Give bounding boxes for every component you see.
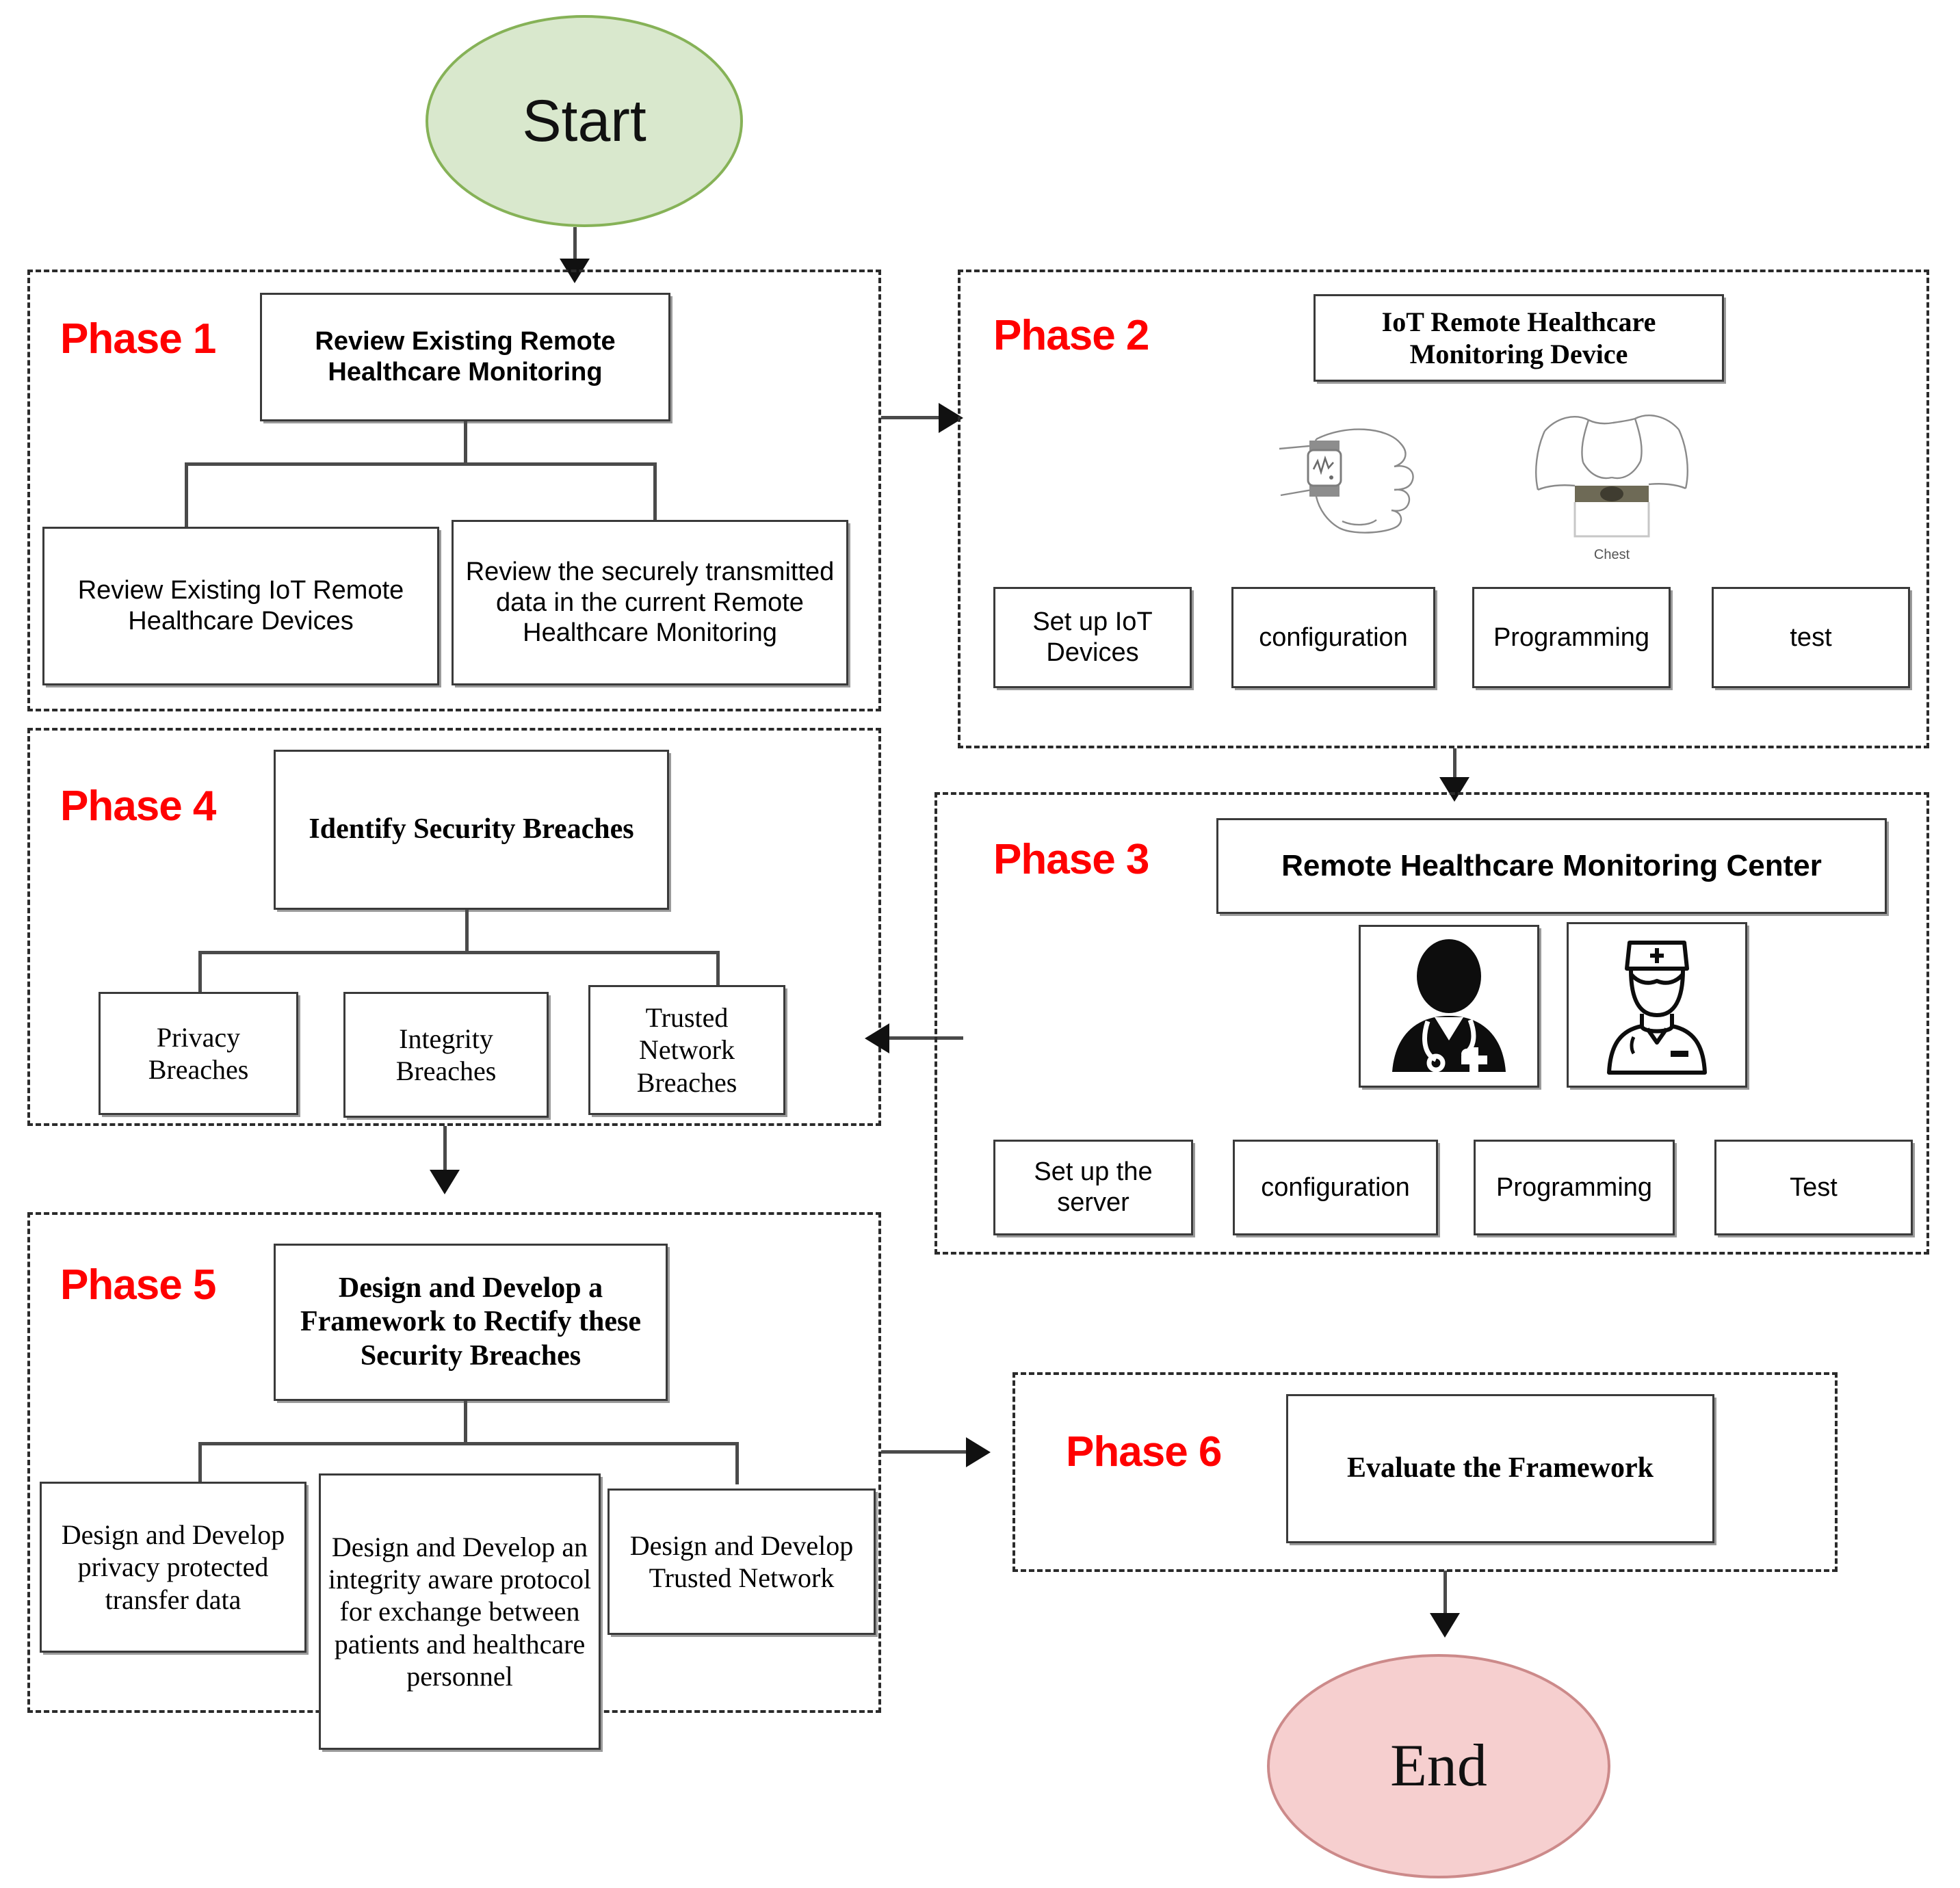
phase-3-container <box>935 792 1929 1255</box>
phase-5-child-text-2: Design and Develop an integrity aware pr… <box>328 1532 592 1692</box>
phase-2-step-text-2: configuration <box>1259 622 1408 652</box>
connector-phase2-phase3 <box>1453 748 1456 791</box>
start-terminator: Start <box>426 15 743 227</box>
phase-1-child-box-2[interactable]: Review the securely transmitted data in … <box>452 520 848 685</box>
phase-5-child-box-3[interactable]: Design and Develop Trusted Network <box>607 1489 876 1635</box>
phase-5-child-box-2[interactable]: Design and Develop an integrity aware pr… <box>319 1473 601 1750</box>
phase-5-child-box-1[interactable]: Design and Develop privacy protected tra… <box>40 1482 306 1653</box>
phase-5-label: Phase 5 <box>60 1261 216 1309</box>
phase-2-step-box-1[interactable]: Set up IoT Devices <box>993 587 1192 688</box>
doctor-icon <box>1392 939 1506 1073</box>
end-terminator: End <box>1267 1654 1610 1878</box>
connector-phase3-phase4 <box>889 1036 963 1040</box>
phase-3-step-box-1[interactable]: Set up the server <box>993 1140 1193 1235</box>
doctor-icon-frame <box>1359 925 1539 1088</box>
phase-3-step-box-4[interactable]: Test <box>1714 1140 1913 1235</box>
phase-4-label: Phase 4 <box>60 783 216 830</box>
phase-1-head-text: Review Existing Remote Healthcare Monito… <box>315 327 616 386</box>
arrow-phase5-phase6-icon <box>966 1437 991 1467</box>
phase-4-bus <box>198 951 720 954</box>
phase-3-head-box[interactable]: Remote Healthcare Monitoring Center <box>1216 818 1887 914</box>
phase-1-bus <box>185 462 657 466</box>
nurse-icon <box>1607 941 1707 1075</box>
phase-2-head-text: IoT Remote Healthcare Monitoring Device <box>1381 306 1656 369</box>
phase-3-step-text-3: Programming <box>1495 1172 1653 1202</box>
phase-2-step-text-3: Programming <box>1493 622 1650 652</box>
chest-strap-sensor-icon <box>1535 415 1688 538</box>
phase-1-container <box>27 270 881 711</box>
arrow-phase3-phase4-icon <box>865 1023 889 1053</box>
phase-1-child-box-1[interactable]: Review Existing IoT Remote Healthcare De… <box>42 527 439 685</box>
phase-1-head-box[interactable]: Review Existing Remote Healthcare Monito… <box>260 293 670 421</box>
phase-3-step-box-2[interactable]: configuration <box>1233 1140 1438 1235</box>
phase-3-step-text-2: configuration <box>1261 1172 1410 1202</box>
connector-start-phase1 <box>573 227 577 270</box>
phase-5-head-box[interactable]: Design and Develop a Framework to Rectif… <box>274 1244 668 1401</box>
phase-5-bus <box>198 1442 739 1445</box>
phase-6-head-box[interactable]: Evaluate the Framework <box>1286 1394 1714 1543</box>
phase-6-head-text: Evaluate the Framework <box>1347 1452 1654 1484</box>
phase-2-step-text-4: test <box>1790 622 1832 652</box>
phase-1-label: Phase 1 <box>60 315 216 363</box>
phase-3-label: Phase 3 <box>993 836 1149 883</box>
phase-1-child-text-1: Review Existing IoT Remote Healthcare De… <box>77 576 404 635</box>
phase-1-child-text-2: Review the securely transmitted data in … <box>465 557 835 648</box>
phase-4-drop-right <box>716 951 720 993</box>
phase-4-child-text-3: Trusted Network Breaches <box>636 1002 737 1098</box>
phase-2-step-text-1: Set up IoT Devices <box>1032 607 1153 667</box>
wrist-watch-illustration <box>1274 419 1479 542</box>
phase-5-drop-left <box>198 1442 202 1484</box>
chest-caption-label: Chest <box>1593 547 1630 562</box>
smartwatch-on-wrist-icon <box>1279 428 1414 534</box>
connector-phase4-phase5 <box>443 1126 447 1182</box>
phase-3-head-text: Remote Healthcare Monitoring Center <box>1281 849 1822 883</box>
phase-4-child-box-1[interactable]: Privacy Breaches <box>99 992 298 1115</box>
phase-5-stem <box>464 1401 467 1443</box>
phase-4-child-box-3[interactable]: Trusted Network Breaches <box>588 985 785 1115</box>
arrow-phase2-phase3-icon <box>1439 777 1469 802</box>
connector-phase6-end <box>1443 1571 1447 1627</box>
chest-strap-illustration <box>1509 409 1714 546</box>
arrow-phase4-phase5-icon <box>430 1170 460 1194</box>
phase-5-head-text: Design and Develop a Framework to Rectif… <box>300 1272 641 1372</box>
phase-5-child-text-3: Design and Develop Trusted Network <box>629 1530 854 1593</box>
phase-4-child-box-2[interactable]: Integrity Breaches <box>343 992 549 1118</box>
phase-1-drop-right <box>653 462 657 528</box>
phase-4-head-text: Identify Security Breaches <box>309 813 634 845</box>
phase-2-step-box-2[interactable]: configuration <box>1231 587 1435 688</box>
phase-3-step-text-4: Test <box>1790 1172 1838 1202</box>
nurse-icon-frame <box>1567 922 1747 1088</box>
phase-3-step-text-1: Set up the server <box>1034 1157 1153 1217</box>
phase-4-container <box>27 728 881 1126</box>
arrow-phase6-end-icon <box>1430 1613 1460 1638</box>
end-label: End <box>1390 1733 1487 1799</box>
phase-4-stem <box>465 910 469 952</box>
phase-6-container <box>1012 1372 1838 1572</box>
phase-2-label: Phase 2 <box>993 312 1149 359</box>
start-label: Start <box>522 88 646 154</box>
phase-3-step-box-3[interactable]: Programming <box>1474 1140 1675 1235</box>
phase-2-head-box[interactable]: IoT Remote Healthcare Monitoring Device <box>1314 294 1724 382</box>
phase-2-container <box>958 270 1929 748</box>
phase-2-step-box-3[interactable]: Programming <box>1472 587 1671 688</box>
phase-4-child-text-2: Integrity Breaches <box>395 1023 497 1086</box>
phase-5-child-text-1: Design and Develop privacy protected tra… <box>61 1519 285 1615</box>
connector-phase1-phase2 <box>881 416 950 419</box>
phase-5-drop-right <box>735 1442 739 1484</box>
phase-4-head-box[interactable]: Identify Security Breaches <box>274 750 669 910</box>
phase-1-drop-left <box>185 462 188 528</box>
connector-phase5-phase6 <box>881 1450 977 1454</box>
phase-1-stem <box>464 421 467 464</box>
phase-2-step-box-4[interactable]: test <box>1712 587 1910 688</box>
phase-4-drop-left <box>198 951 202 993</box>
phase-6-label: Phase 6 <box>1066 1428 1222 1476</box>
phase-4-child-text-1: Privacy Breaches <box>148 1021 249 1085</box>
